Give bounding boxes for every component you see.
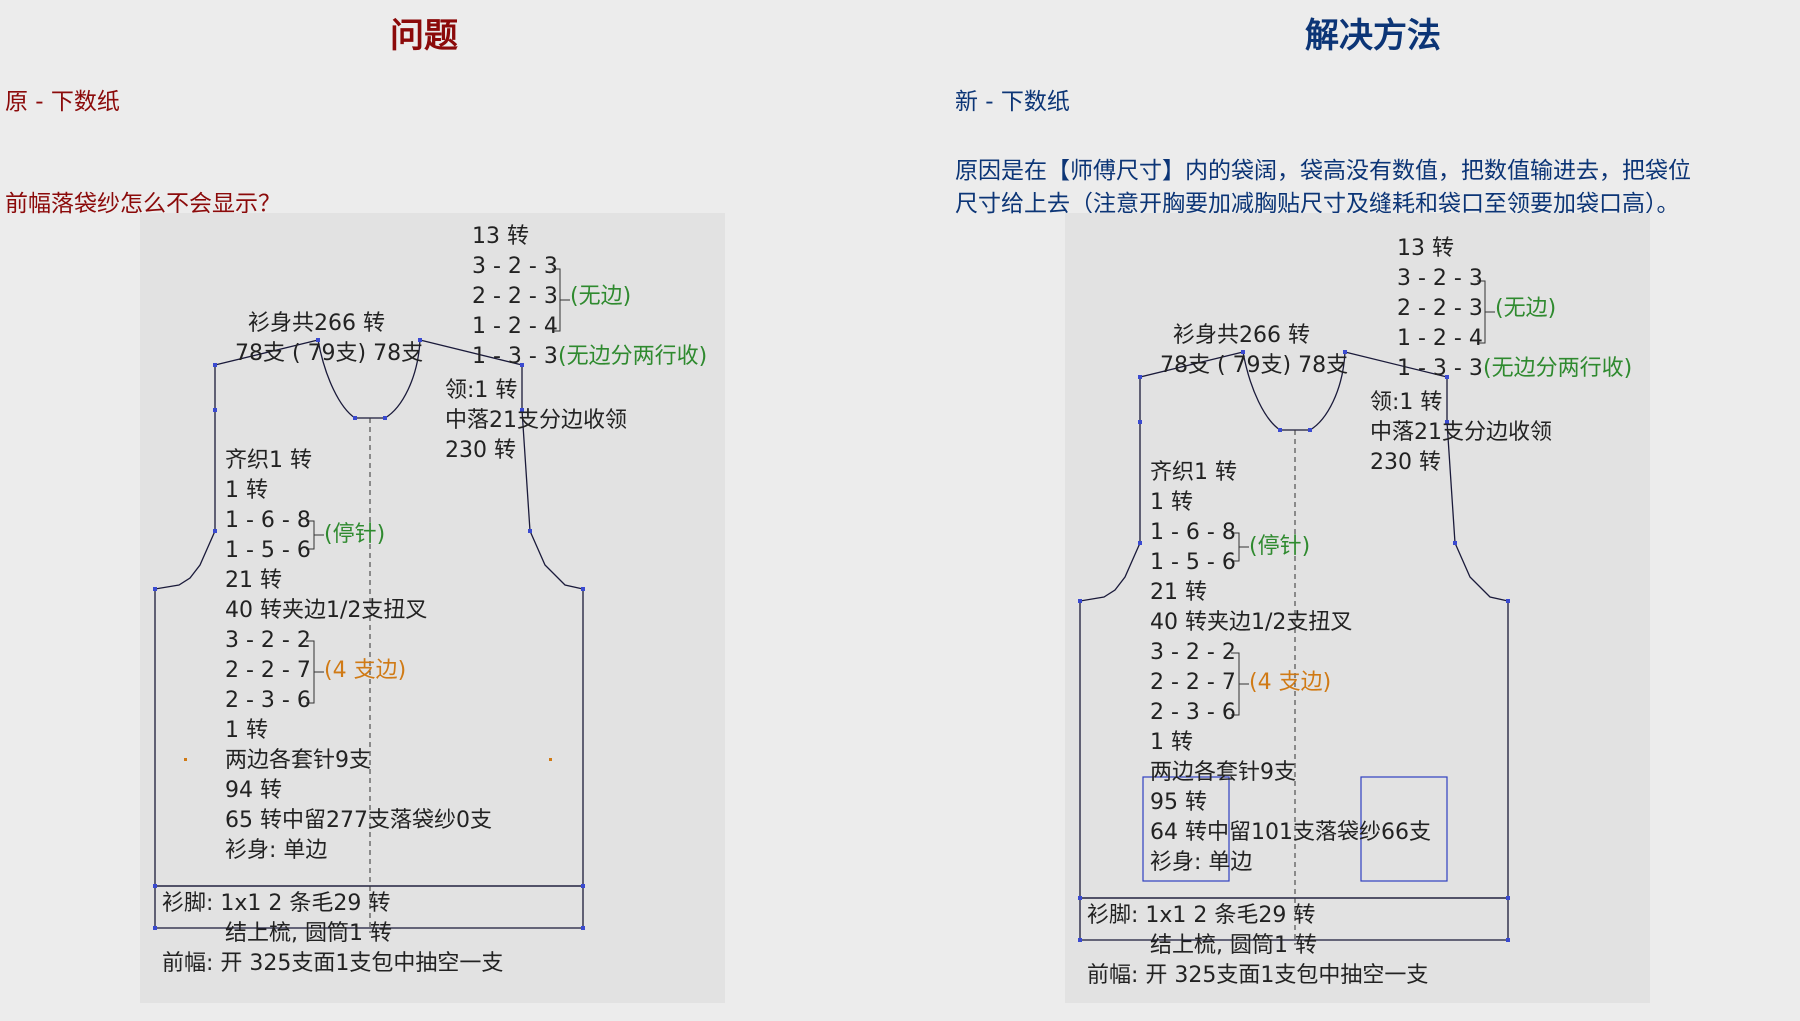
twist-edge: 40 转夹边1/2支扭叉 — [1150, 610, 1353, 635]
neck-split-note: (无边分两行收) — [1483, 356, 1633, 381]
neck-row-3: 2 - 2 - 3 — [1397, 296, 1483, 321]
body-single-edge: 衫身: 单边 — [1150, 850, 1253, 875]
both-sides-bind: 两边各套针9支 — [225, 748, 371, 773]
armhole-row-1: 1 - 6 - 8 — [225, 508, 311, 533]
pocket-yarn: 64 转中留101支落袋纱66支 — [1150, 820, 1431, 845]
body-total-rows: 衫身共266 转 — [248, 311, 385, 336]
new-pattern-diagram: 13 转 3 - 2 - 3 2 - 2 - 3 (无边) 1 - 2 - 4 … — [1065, 213, 1650, 1003]
rows-21: 21 转 — [225, 568, 282, 593]
armhole-row-2: 1 - 5 - 6 — [225, 538, 311, 563]
rows-mid: 94 转 — [225, 778, 282, 803]
collar-rows: 领:1 转 — [1370, 390, 1443, 415]
four-edge-note: (4 支边) — [324, 658, 407, 683]
right-explanation-line2: 尺寸给上去（注意开胸要加减胸贴尺寸及缝耗和袋口至领要加袋口高）。 — [955, 191, 1680, 217]
neck-split-note: (无边分两行收) — [558, 344, 708, 369]
left-pocket-box — [1142, 776, 1230, 882]
collar-center: 中落21支分边收领 — [445, 408, 627, 433]
body-total-rows: 衫身共266 转 — [1173, 323, 1310, 348]
one-row: 1 转 — [1150, 490, 1193, 515]
rows-21: 21 转 — [1150, 580, 1207, 605]
one-row-b: 1 转 — [225, 718, 268, 743]
neck-row-4: 1 - 2 - 4 — [1397, 326, 1483, 351]
stop-needle-note: (停针) — [1249, 534, 1311, 559]
both-sides-bind: 两边各套针9支 — [1150, 760, 1296, 785]
side-row-3: 2 - 3 - 6 — [1150, 700, 1236, 725]
stitch-counts: 78支 ( 79支) 78支 — [1160, 353, 1349, 378]
even-knit: 齐织1 转 — [225, 448, 312, 473]
neck-row-4: 1 - 2 - 4 — [472, 314, 558, 339]
collar-total-rows: 230 转 — [445, 438, 516, 463]
armhole-row-1: 1 - 6 - 8 — [1150, 520, 1236, 545]
comb-tube: 结上梳, 圆筒1 转 — [1150, 933, 1317, 958]
one-row-b: 1 转 — [1150, 730, 1193, 755]
front-cast-on: 前幅: 开 325支面1支包中抽空一支 — [1087, 963, 1429, 988]
rows-mid: 95 转 — [1150, 790, 1207, 815]
neck-row-5: 1 - 3 - 3 — [472, 344, 558, 369]
right-explanation-line1: 原因是在【师傅尺寸】内的袋阔，袋高没有数值，把数值输进去，把袋位 — [955, 158, 1691, 184]
neck-row-1: 13 转 — [1397, 236, 1454, 261]
left-subtitle: 原 - 下数纸 — [5, 89, 120, 115]
pocket-yarn: 65 转中留277支落袋纱0支 — [225, 808, 492, 833]
right-heading: 解决方法 — [1305, 16, 1441, 56]
side-row-2: 2 - 2 - 7 — [1150, 670, 1236, 695]
collar-rows: 领:1 转 — [445, 378, 518, 403]
twist-edge: 40 转夹边1/2支扭叉 — [225, 598, 428, 623]
side-row-3: 2 - 3 - 6 — [225, 688, 311, 713]
left-question: 前幅落袋纱怎么不会显示？ — [5, 191, 281, 217]
four-edge-note: (4 支边) — [1249, 670, 1332, 695]
side-row-1: 3 - 2 - 2 — [1150, 640, 1236, 665]
one-row: 1 转 — [225, 478, 268, 503]
neck-row-2: 3 - 2 - 3 — [1397, 266, 1483, 291]
side-row-2: 2 - 2 - 7 — [225, 658, 311, 683]
right-pocket-box — [1360, 776, 1448, 882]
right-subtitle: 新 - 下数纸 — [955, 89, 1070, 115]
original-pattern-diagram: 13 转 3 - 2 - 3 2 - 2 - 3 (无边) 1 - 2 - 4 … — [140, 213, 725, 1003]
neck-row-3: 2 - 2 - 3 — [472, 284, 558, 309]
neck-row-1: 13 转 — [472, 224, 529, 249]
side-row-1: 3 - 2 - 2 — [225, 628, 311, 653]
neck-row-5: 1 - 3 - 3 — [1397, 356, 1483, 381]
neck-row-2: 3 - 2 - 3 — [472, 254, 558, 279]
garment-outline — [153, 268, 585, 933]
hem-rib: 衫脚: 1x1 2 条毛29 转 — [162, 891, 391, 916]
left-heading: 问题 — [390, 16, 458, 56]
comb-tube: 结上梳, 圆筒1 转 — [225, 921, 392, 946]
stop-needle-note: (停针) — [324, 522, 386, 547]
garment-outline-new — [1078, 280, 1510, 945]
neck-no-edge-note: (无边) — [570, 284, 632, 309]
collar-total-rows: 230 转 — [1370, 450, 1441, 475]
front-cast-on: 前幅: 开 325支面1支包中抽空一支 — [162, 951, 504, 976]
even-knit: 齐织1 转 — [1150, 460, 1237, 485]
armhole-row-2: 1 - 5 - 6 — [1150, 550, 1236, 575]
neck-no-edge-note: (无边) — [1495, 296, 1557, 321]
hem-rib: 衫脚: 1x1 2 条毛29 转 — [1087, 903, 1316, 928]
collar-center: 中落21支分边收领 — [1370, 420, 1552, 445]
body-single-edge: 衫身: 单边 — [225, 838, 328, 863]
stitch-counts: 78支 ( 79支) 78支 — [235, 341, 424, 366]
